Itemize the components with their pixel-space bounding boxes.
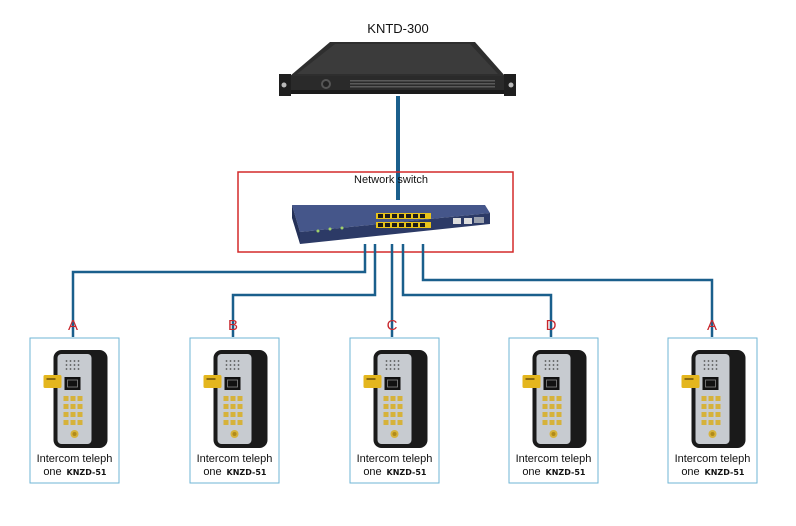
cable-endpoint-5: [421, 244, 714, 337]
endpoint-name-line2: one: [43, 466, 61, 478]
endpoint-frame: [29, 337, 120, 484]
intercom-phone-icon: [363, 350, 428, 448]
network-switch-icon: [292, 205, 490, 244]
port-letter: B: [228, 317, 238, 334]
port-letter: C: [387, 317, 398, 334]
endpoint-model: KNZD-51: [227, 468, 267, 477]
port-letter: D: [546, 317, 557, 334]
endpoint-name-line1: Intercom teleph: [37, 453, 113, 465]
endpoint-model: KNZD-51: [67, 468, 107, 477]
intercom-phone-icon: [203, 350, 268, 448]
server-title: KNTD-300: [367, 21, 428, 36]
port-letter: A: [68, 317, 78, 334]
endpoint-name-line1: Intercom teleph: [516, 453, 592, 465]
endpoint-name-line1: Intercom teleph: [675, 453, 751, 465]
port-letter: A: [707, 317, 717, 334]
rack-server-icon: [279, 42, 516, 96]
distribution-cables: [71, 244, 714, 337]
intercom-phone-icon: [681, 350, 746, 448]
endpoint-name-line2: one: [363, 466, 381, 478]
cable-endpoint-1: [71, 244, 367, 337]
cable-endpoint-2: [231, 244, 377, 337]
endpoint-model: KNZD-51: [546, 468, 586, 477]
endpoint-frame: [189, 337, 280, 484]
intercom-phone-icon: [43, 350, 108, 448]
intercom-phone-icon: [522, 350, 587, 448]
endpoint-name-line2: one: [522, 466, 540, 478]
endpoint-model: KNZD-51: [705, 468, 745, 477]
endpoint-name-line1: Intercom teleph: [357, 453, 433, 465]
endpoint-name-line1: Intercom teleph: [197, 453, 273, 465]
endpoint-name-line2: one: [203, 466, 221, 478]
endpoint-frame: [508, 337, 599, 484]
cable-endpoint-4: [401, 244, 553, 337]
endpoint-frame: [667, 337, 758, 484]
endpoint-frame: [349, 337, 440, 484]
endpoint-name-line2: one: [681, 466, 699, 478]
endpoint-model: KNZD-51: [387, 468, 427, 477]
network-switch-label: Network switch: [354, 174, 428, 186]
